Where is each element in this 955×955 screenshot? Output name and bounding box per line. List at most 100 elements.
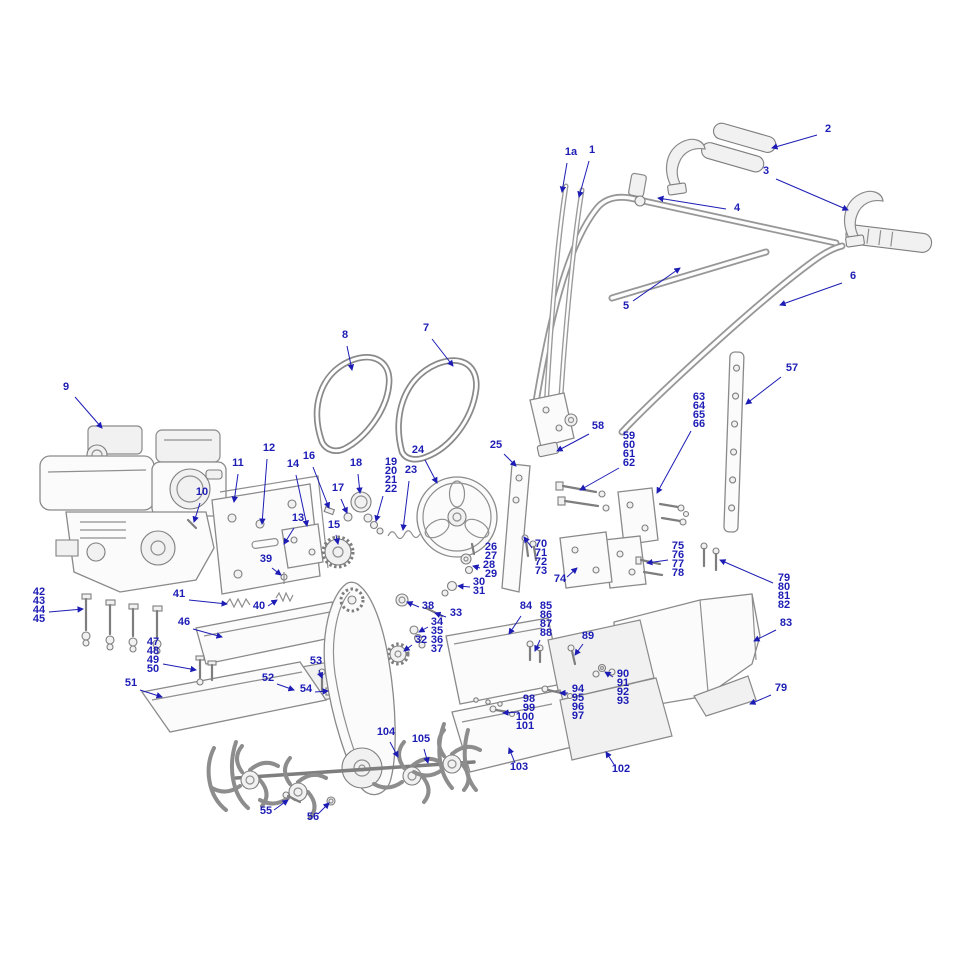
throttle-lever-left: [665, 138, 706, 196]
part-label-71: 71: [535, 547, 547, 559]
part-label-37: 37: [431, 643, 443, 655]
part-arrow-83: [753, 629, 777, 642]
part-label-5: 5: [623, 300, 629, 312]
part-arrow-5: [632, 267, 681, 302]
part-arrow-39: [271, 567, 282, 576]
part-arrow-49: [162, 663, 197, 673]
part-label-66: 66: [693, 418, 705, 430]
part-label-63: 63: [693, 391, 705, 403]
part-arrow-41: [188, 599, 228, 607]
part-label-2: 2: [825, 123, 831, 135]
part-arrow-104: [389, 741, 399, 758]
part-arrow-55: [273, 799, 289, 811]
part-arrow-38: [406, 601, 420, 608]
part-label-85: 85: [540, 600, 552, 612]
part-label-18: 18: [350, 457, 362, 469]
part-label-93: 93: [617, 695, 629, 707]
part-label-100: 100: [516, 711, 534, 723]
part-arrow-74: [566, 567, 578, 578]
part-label-44: 44: [33, 604, 46, 616]
part-label-62: 62: [623, 457, 635, 469]
part-label-27: 27: [485, 550, 497, 562]
part-label-92: 92: [617, 686, 629, 698]
part-label-104: 104: [377, 726, 396, 738]
part-label-55: 55: [260, 805, 272, 817]
part-arrow-14: [295, 474, 310, 527]
drive-pulley-cluster: [321, 476, 498, 597]
part-arrow-62: [579, 467, 620, 491]
part-label-47: 47: [147, 636, 159, 648]
part-arrow-51: [139, 689, 163, 699]
part-arrow-103: [508, 747, 516, 764]
part-label-6: 6: [850, 270, 856, 282]
part-arrow-17: [340, 498, 348, 514]
part-label-80: 80: [778, 581, 790, 593]
part-label-42: 42: [33, 586, 45, 598]
part-arrow-105: [423, 748, 430, 764]
part-label-82: 82: [778, 599, 790, 611]
tine-assembly: [206, 722, 482, 820]
part-arrow-52: [276, 683, 295, 692]
part-label-46: 46: [178, 616, 190, 628]
part-label-101: 101: [516, 720, 534, 732]
part-arrow-1a: [559, 162, 568, 193]
part-arrow-79: [749, 694, 772, 705]
part-label-3: 3: [763, 165, 769, 177]
engine-mount-bolts: [81, 593, 163, 655]
part-arrow-1: [577, 160, 590, 198]
part-label-50: 50: [147, 663, 159, 675]
part-label-98: 98: [523, 693, 535, 705]
part-label-53: 53: [310, 655, 322, 667]
part-arrow-56: [317, 802, 330, 815]
part-label-15: 15: [328, 519, 340, 531]
part-label-20: 20: [385, 465, 397, 477]
part-arrow-8: [346, 345, 355, 371]
drive-belts: [313, 354, 480, 463]
part-label-13: 13: [292, 512, 304, 524]
part-label-79: 79: [775, 682, 787, 694]
handlebar-grip-right: [845, 224, 933, 253]
part-label-96: 96: [572, 701, 584, 713]
part-label-30: 30: [473, 576, 485, 588]
part-label-57: 57: [786, 362, 798, 374]
part-label-29: 29: [485, 568, 497, 580]
part-label-70: 70: [535, 538, 547, 550]
part-label-40: 40: [253, 600, 265, 612]
part-label-33: 33: [450, 607, 462, 619]
part-arrow-53: [317, 669, 324, 679]
part-label-51: 51: [125, 677, 137, 689]
part-label-94: 94: [572, 683, 585, 695]
part-arrow-30: [457, 583, 471, 590]
handlebar-mount-bracket: [529, 392, 578, 458]
part-arrow-40: [267, 599, 278, 607]
part-label-1: 1: [589, 144, 595, 156]
part-label-38: 38: [422, 600, 434, 612]
part-arrow-23: [400, 480, 410, 531]
part-label-103: 103: [510, 761, 528, 773]
left-shield-panels: [140, 601, 353, 733]
part-arrow-99: [502, 709, 520, 716]
part-label-73: 73: [535, 565, 547, 577]
part-arrow-24: [424, 459, 438, 484]
part-label-87: 87: [540, 618, 552, 630]
engine-assembly: [39, 425, 227, 593]
part-arrow-6: [779, 282, 843, 307]
part-label-36: 36: [431, 634, 443, 646]
part-label-79: 79: [778, 572, 790, 584]
part-label-25: 25: [490, 439, 502, 451]
right-bracket-cluster: [521, 481, 720, 589]
part-label-59: 59: [623, 430, 635, 442]
part-arrow-28: [472, 564, 481, 571]
part-label-16: 16: [303, 450, 315, 462]
part-label-76: 76: [672, 549, 684, 561]
part-arrow-9: [74, 396, 103, 429]
part-label-43: 43: [33, 595, 45, 607]
part-arrow-13: [283, 527, 295, 545]
part-arrow-76: [646, 559, 669, 566]
part-label-102: 102: [612, 763, 630, 775]
part-label-14: 14: [287, 458, 300, 470]
part-label-81: 81: [778, 590, 790, 602]
part-arrow-7: [431, 338, 454, 367]
part-arrow-102: [605, 751, 616, 767]
